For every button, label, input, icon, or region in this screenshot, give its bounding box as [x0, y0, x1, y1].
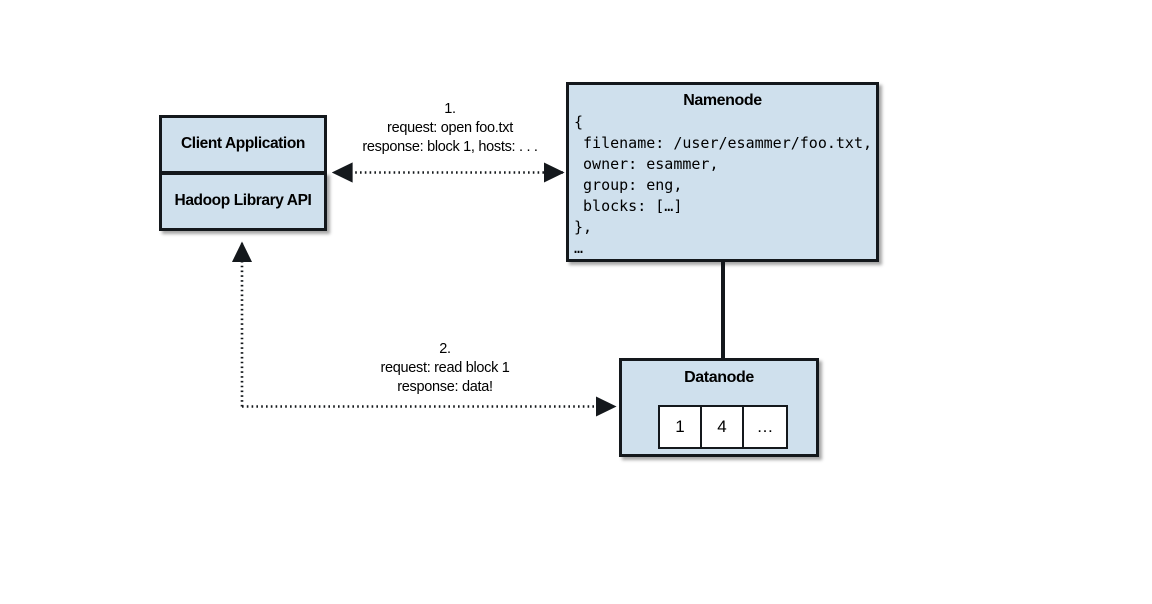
namenode-title: Namenode	[683, 92, 762, 109]
client-application-box: Client Application	[159, 115, 327, 173]
datanode-title: Datanode	[684, 369, 754, 386]
namenode-datanode-link	[721, 261, 725, 360]
datanode-block-row: 1 4 …	[658, 405, 788, 449]
flow-1-response: response: block 1, hosts: . . .	[362, 139, 538, 155]
flow-1-label: 1. request: open foo.txt response: block…	[335, 100, 565, 157]
datanode-block: 4	[702, 407, 744, 447]
namenode-metadata-json: { filename: /user/esammer/foo.txt, owner…	[574, 113, 873, 257]
datanode-block: …	[744, 407, 786, 447]
flow-1-step: 1.	[444, 101, 456, 117]
hadoop-library-api-label: Hadoop Library API	[174, 192, 312, 209]
namenode-box: Namenode { filename: /user/esammer/foo.t…	[566, 82, 879, 262]
flow-2-request: request: read block 1	[380, 360, 510, 376]
client-application-label: Client Application	[181, 135, 305, 152]
datanode-block: 1	[660, 407, 702, 447]
flow-2-response: response: data!	[397, 379, 493, 395]
flow-1-request: request: open foo.txt	[387, 120, 513, 136]
hadoop-library-api-box: Hadoop Library API	[159, 172, 327, 231]
flow-2-step: 2.	[439, 341, 451, 357]
datanode-box: Datanode 1 4 …	[619, 358, 819, 457]
flow-2-label: 2. request: read block 1 response: data!	[330, 340, 560, 397]
